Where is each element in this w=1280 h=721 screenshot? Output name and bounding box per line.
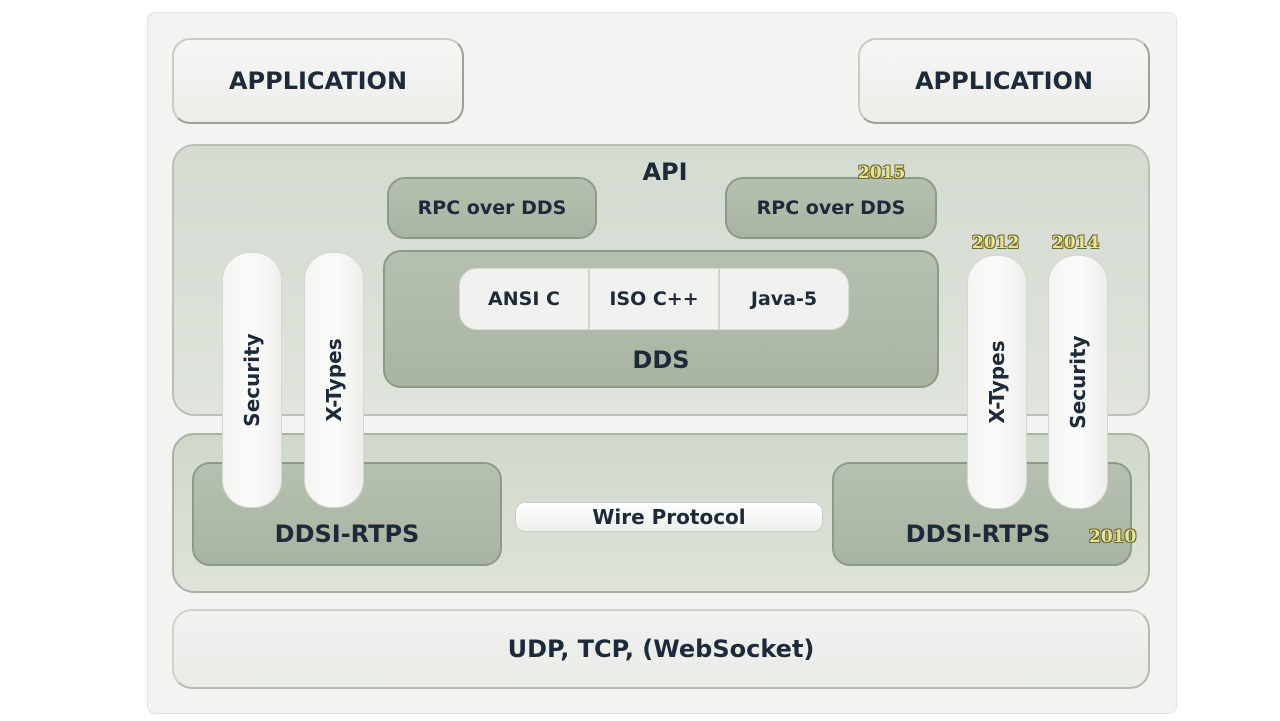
year-badge-xtypes: 2012 (972, 233, 1020, 253)
xtypes-label: X-Types (985, 340, 1009, 424)
lang-java-5: Java-5 (750, 288, 818, 310)
year-badge-rpc: 2015 (858, 163, 906, 183)
security-pillar-right: Security (1048, 255, 1108, 509)
security-pillar-left: Security (222, 252, 282, 508)
xtypes-label: X-Types (322, 338, 346, 422)
application-box-left: APPLICATION (172, 38, 464, 124)
wire-protocol-bar: Wire Protocol (515, 502, 823, 532)
api-label: API (642, 158, 688, 186)
transport-label: UDP, TCP, (WebSocket) (507, 635, 815, 663)
lang-iso-cpp: ISO C++ (590, 269, 720, 329)
application-label: APPLICATION (914, 67, 1094, 95)
language-bindings: ANSI C ISO C++ Java-5 (459, 268, 849, 330)
ddsi-rtps-label-right: DDSI-RTPS (905, 520, 1051, 548)
lang-ansi-c: ANSI C (460, 269, 590, 329)
transport-layer: UDP, TCP, (WebSocket) (172, 609, 1150, 689)
rpc-over-dds-right: RPC over DDS (725, 177, 937, 239)
rpc-label: RPC over DDS (756, 197, 906, 219)
application-box-right: APPLICATION (858, 38, 1150, 124)
rpc-label: RPC over DDS (417, 197, 567, 219)
wire-protocol-label: Wire Protocol (592, 505, 746, 529)
xtypes-pillar-left: X-Types (304, 252, 364, 508)
application-label: APPLICATION (228, 67, 408, 95)
dds-label: DDS (632, 346, 690, 374)
security-label: Security (240, 333, 264, 427)
security-label: Security (1066, 335, 1090, 429)
year-badge-security: 2014 (1052, 233, 1100, 253)
ddsi-rtps-label-left: DDSI-RTPS (274, 520, 420, 548)
xtypes-pillar-right: X-Types (967, 255, 1027, 509)
rpc-over-dds-left: RPC over DDS (387, 177, 597, 239)
year-badge-rtps: 2010 (1089, 527, 1137, 547)
